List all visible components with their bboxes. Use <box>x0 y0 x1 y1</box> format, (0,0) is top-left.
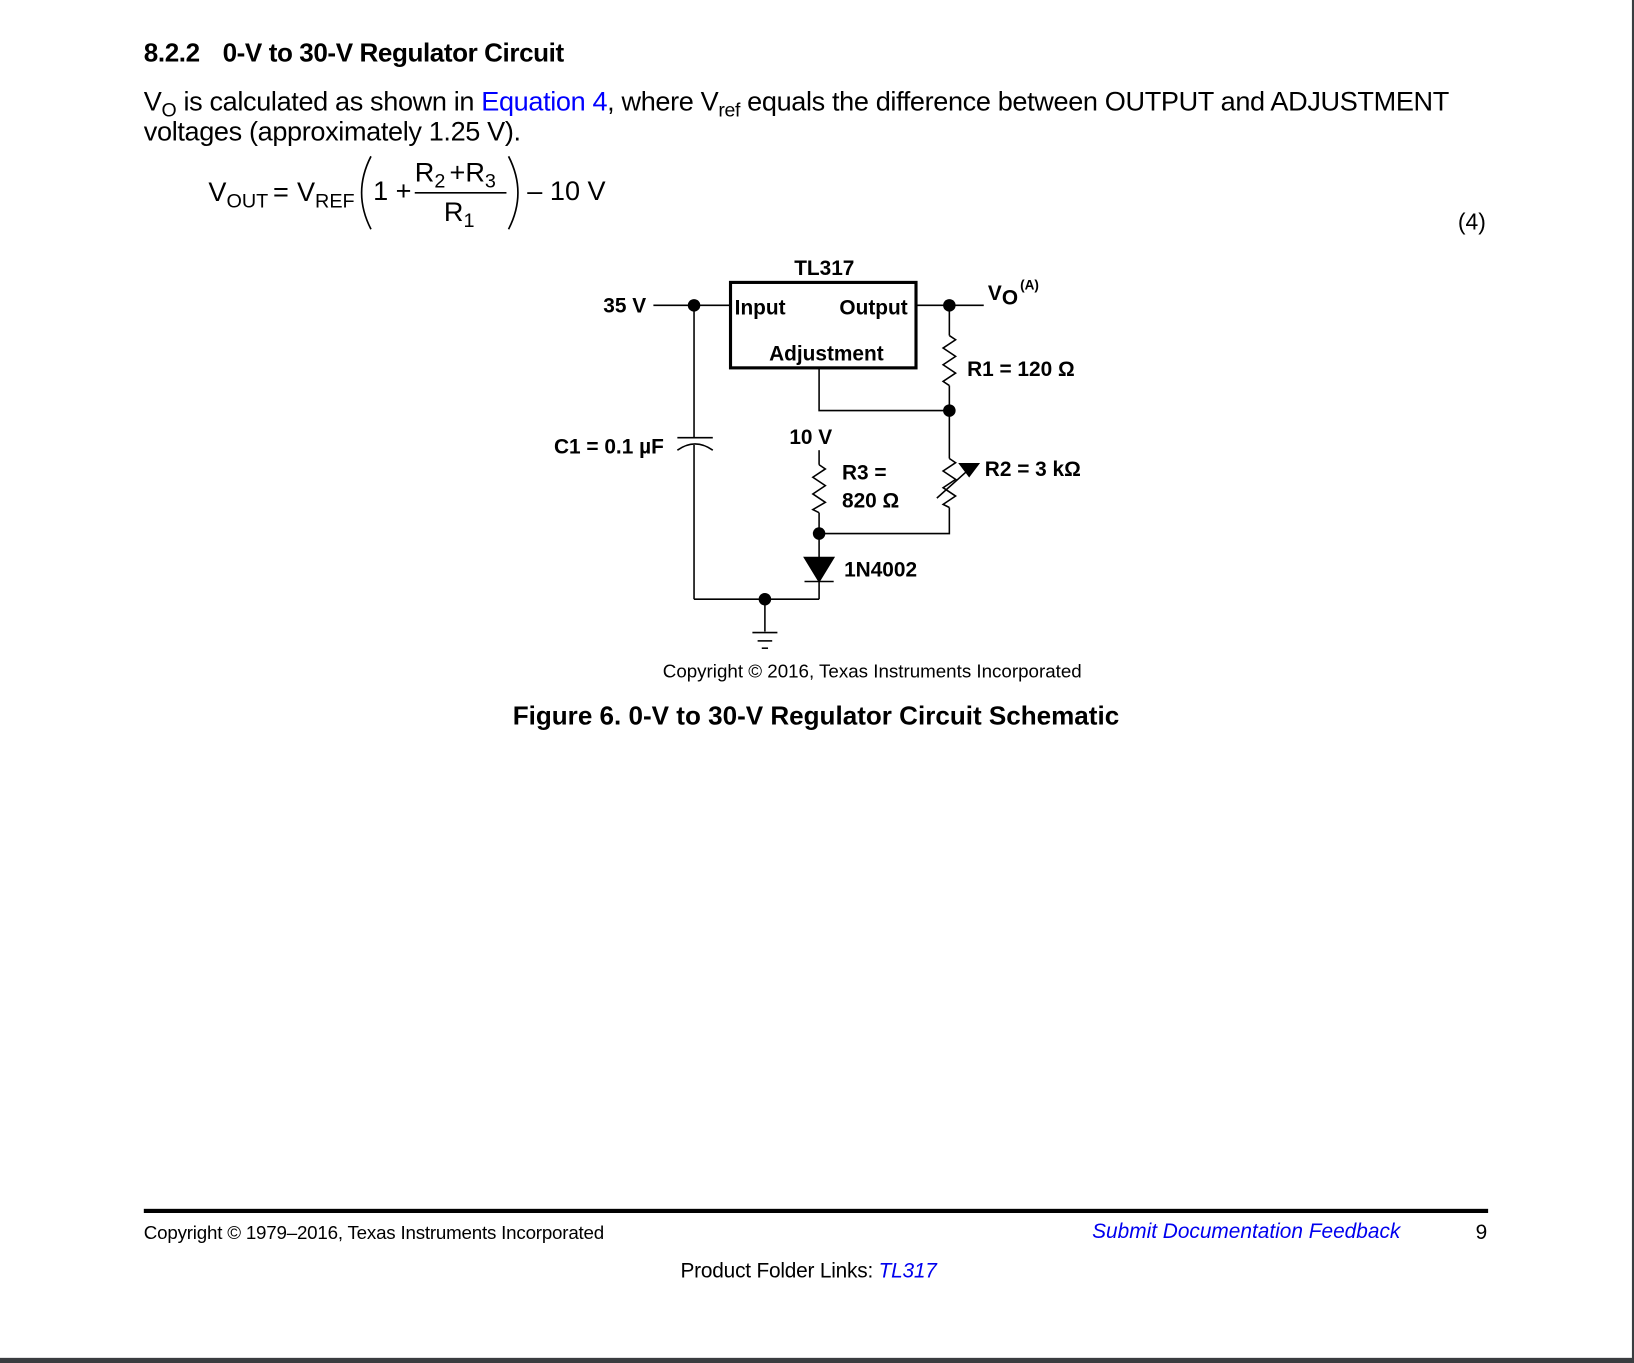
footer-copyright: Copyright © 1979–2016, Texas Instruments… <box>143 1222 605 1244</box>
window-bottom-bar <box>0 1357 1634 1363</box>
svg-text:Output: Output <box>839 297 907 320</box>
junction-dot <box>812 527 826 540</box>
equation-number: (4) <box>1457 208 1486 235</box>
right-paren <box>507 155 519 230</box>
svg-text:Adjustment: Adjustment <box>769 343 884 366</box>
svg-text:VOUT: VOUT <box>208 176 268 212</box>
product-link[interactable]: TL317 <box>878 1259 937 1283</box>
svg-text:1 +: 1 + <box>373 175 411 206</box>
left-paren <box>360 155 372 230</box>
svg-text:R3 =: R3 = <box>842 461 887 484</box>
junction-dot <box>687 299 701 312</box>
r1-resistor <box>941 334 958 387</box>
svg-text:=: = <box>273 176 289 207</box>
equation-link[interactable]: Equation 4 <box>481 85 608 117</box>
capacitor-curved-plate <box>676 443 714 451</box>
svg-text:R1: R1 <box>444 196 475 232</box>
submit-feedback-link[interactable]: Submit Documentation Feedback <box>1092 1220 1401 1244</box>
paragraph-line-2: voltages (approximately 1.25 V). <box>143 115 521 147</box>
r2-potentiometer <box>941 457 958 509</box>
paragraph-line-1: VO is calculated as shown in Equation 4,… <box>143 85 1449 121</box>
page-number: 9 <box>1475 1221 1488 1245</box>
svg-text:10 V: 10 V <box>789 426 832 449</box>
equation: VOUT = VREF 1 + R2+R3 R1 – 10 V <box>208 155 606 232</box>
diode-icon <box>803 556 836 583</box>
r2-wiper <box>936 470 968 499</box>
wiper-arrow-icon <box>958 462 981 478</box>
svg-text:TL317: TL317 <box>794 257 854 280</box>
product-folder-links: Product Folder Links: TL317 <box>680 1259 937 1283</box>
r3-resistor <box>811 464 827 514</box>
svg-text:VREF: VREF <box>297 176 355 212</box>
junction-dot <box>758 592 772 606</box>
junction-dot <box>943 299 956 312</box>
schematic <box>653 280 984 649</box>
figure-copyright: Copyright © 2016, Texas Instruments Inco… <box>663 660 1082 681</box>
footer-rule <box>143 1208 1489 1214</box>
svg-text:R1 = 120 Ω: R1 = 120 Ω <box>967 358 1075 381</box>
schematic-labels: TL317 35 V Input Output Adjustment VO(A)… <box>554 257 1081 581</box>
svg-text:35 V: 35 V <box>603 295 646 318</box>
svg-text:Input: Input <box>735 297 786 320</box>
svg-text:1N4002: 1N4002 <box>844 558 917 581</box>
window-border <box>1631 0 1634 1363</box>
svg-text:R2+R3: R2+R3 <box>415 156 496 192</box>
svg-text:C1 = 0.1 µF: C1 = 0.1 µF <box>554 435 664 458</box>
figure-caption: Figure 6. 0-V to 30-V Regulator Circuit … <box>513 700 1119 730</box>
svg-text:VO(A): VO(A) <box>988 278 1039 310</box>
svg-text:820 Ω: 820 Ω <box>842 490 899 513</box>
adjust-wire <box>818 367 950 412</box>
ic-box <box>728 280 918 370</box>
svg-text:R2 = 3 kΩ: R2 = 3 kΩ <box>985 458 1081 481</box>
svg-text:– 10 V: – 10 V <box>527 175 605 206</box>
junction-dot <box>943 404 956 417</box>
